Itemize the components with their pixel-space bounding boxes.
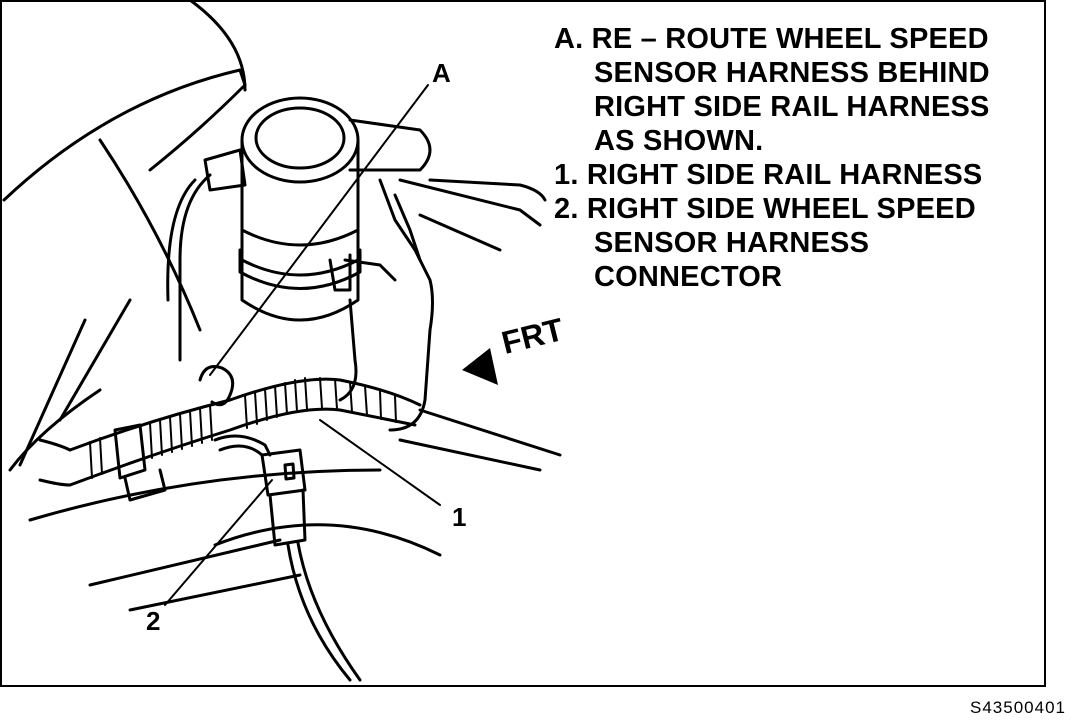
callout-legend: A. RE – ROUTE WHEEL SPEED SENSOR HARNESS… <box>554 22 1044 294</box>
note-a-line-4: AS SHOWN. <box>594 125 764 157</box>
wheel-arc <box>213 523 442 557</box>
leader-a <box>209 84 429 376</box>
note-1-marker: 1. <box>554 159 579 191</box>
floor-line <box>88 538 282 587</box>
figure-frame <box>0 0 1046 687</box>
callout-a: A <box>432 58 451 88</box>
fender-edge <box>188 0 247 92</box>
callout-2: 2 <box>146 606 161 636</box>
sensor-loop <box>198 365 235 407</box>
fender-outline <box>2 68 247 202</box>
left-fitting <box>203 148 247 192</box>
note-2-line-3: CONNECTOR <box>594 261 783 293</box>
lower-curve <box>28 468 382 522</box>
note-2-line-1: 2. RIGHT SIDE WHEEL SPEED <box>554 193 976 225</box>
bracket <box>348 118 432 172</box>
note-a-line-1: A. RE – ROUTE WHEEL SPEED <box>554 23 989 55</box>
note-a-line-3: RIGHT SIDE RAIL HARNESS <box>594 91 990 123</box>
callout-1: 1 <box>452 502 467 532</box>
floor-line-2 <box>128 573 302 612</box>
leader-1 <box>319 419 441 506</box>
inner-fender-line-3 <box>8 388 102 472</box>
note-a-line-2: SENSOR HARNESS BEHIND <box>594 57 990 89</box>
sensor-connector <box>260 448 307 497</box>
figure-id: S43500401 <box>970 698 1066 717</box>
inner-fender-line-2 <box>58 298 132 422</box>
note-a-marker: A. <box>554 23 584 55</box>
note-2-marker: 2. <box>554 193 579 225</box>
inner-fender-line <box>18 318 87 467</box>
note-1-line-1: 1. RIGHT SIDE RAIL HARNESS <box>554 159 983 191</box>
harness-clamp <box>113 423 147 480</box>
leader-2 <box>164 479 273 606</box>
strut-tower-line <box>98 138 202 332</box>
note-2-line-2: SENSOR HARNESS <box>594 227 870 259</box>
front-arrow <box>462 348 498 385</box>
